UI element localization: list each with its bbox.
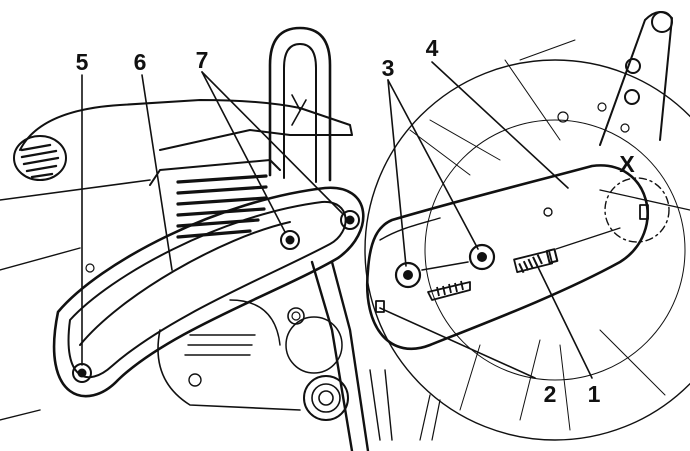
adjuster-bracket — [394, 243, 496, 301]
cooling-fins — [176, 174, 268, 239]
support-arm-plate — [52, 186, 365, 398]
guard-stop — [375, 300, 385, 313]
callout-7: 7 — [196, 47, 209, 73]
tension-arm — [599, 11, 690, 211]
blade-guard-cover — [365, 164, 649, 351]
bolt-7-right — [340, 210, 360, 230]
bolt-7-left — [280, 230, 300, 250]
callout-1: 1 — [588, 381, 601, 407]
callout-4: 4 — [426, 35, 439, 61]
bolt-5 — [72, 363, 92, 383]
callout-5: 5 — [76, 49, 89, 75]
callout-2: 2 — [544, 381, 557, 407]
cutting-blade — [364, 39, 690, 441]
callout-3: 3 — [382, 55, 395, 81]
leader-lines — [81, 61, 593, 379]
callout-x: X — [619, 151, 635, 177]
detail-x-marker — [604, 177, 670, 243]
wear-indicator — [513, 227, 621, 274]
engine-body — [0, 99, 441, 441]
callout-6: 6 — [134, 49, 147, 75]
front-handle — [268, 26, 370, 451]
